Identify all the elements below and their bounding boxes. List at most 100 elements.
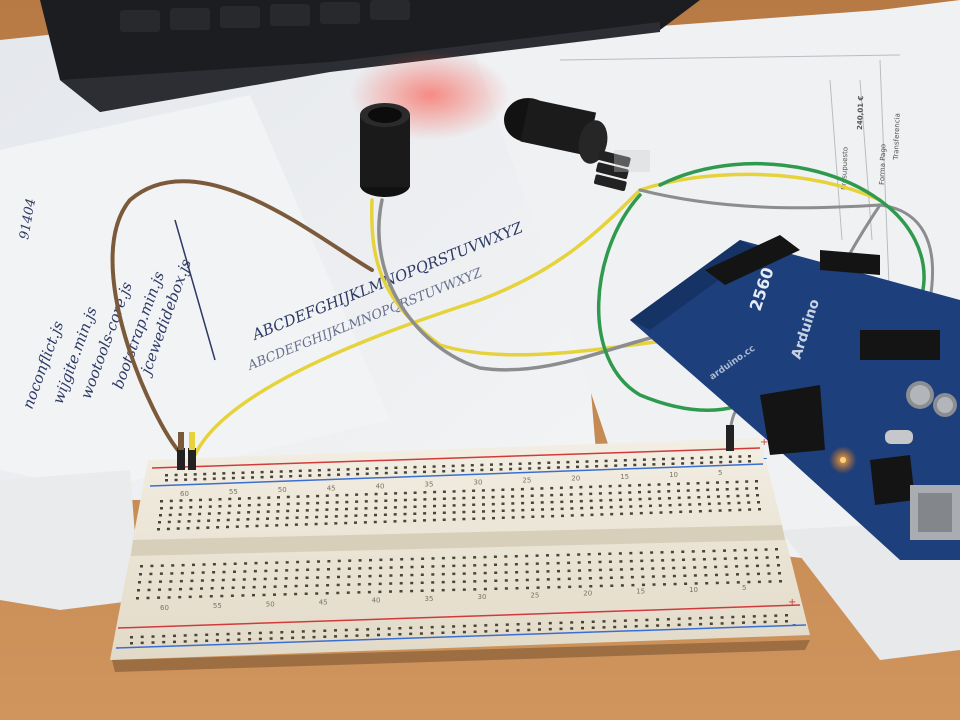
breadboard-hole — [683, 574, 687, 577]
breadboard-column-number: 40 — [376, 482, 385, 490]
invoice-text-payment: Forma Pago — [878, 144, 887, 185]
breadboard-hole — [561, 514, 564, 518]
breadboard-hole — [283, 593, 287, 596]
breadboard-hole — [559, 621, 563, 625]
breadboard-hole — [599, 584, 603, 588]
breadboard-hole — [745, 487, 749, 490]
breadboard-hole — [181, 563, 185, 567]
breadboard-hole — [692, 558, 696, 561]
breadboard-hole — [275, 524, 279, 527]
breadboard-hole — [736, 581, 740, 584]
breadboard-hole — [633, 463, 637, 467]
breadboard-hole — [480, 468, 484, 472]
breadboard-hole — [518, 467, 522, 470]
breadboard-hole — [587, 553, 591, 556]
breadboard-hole — [719, 460, 723, 464]
breadboard-hole — [727, 502, 731, 505]
breadboard-hole — [316, 568, 320, 571]
breadboard-hole — [504, 555, 508, 558]
breadboard-hole — [708, 509, 712, 513]
breadboard-hole — [514, 563, 518, 566]
breadboard-hole — [686, 489, 690, 492]
breadboard-hole — [193, 478, 197, 481]
breadboard-hole — [232, 578, 236, 581]
breadboard-hole — [166, 527, 170, 531]
breadboard-hole — [677, 489, 680, 493]
breadboard-hole — [267, 503, 271, 506]
breadboard-hole — [550, 486, 554, 490]
breadboard-hole — [610, 512, 614, 516]
breadboard-hole — [423, 470, 426, 474]
breadboard-hole — [604, 459, 608, 463]
breadboard-hole — [368, 566, 372, 570]
breadboard-hole — [203, 477, 207, 481]
breadboard-hole — [150, 564, 154, 568]
breadboard-hole — [527, 622, 531, 626]
breadboard-hole — [205, 633, 209, 636]
breadboard-hole — [358, 559, 362, 562]
breadboard-hole — [634, 619, 638, 622]
breadboard-hole — [267, 496, 271, 499]
breadboard-hole — [775, 548, 778, 551]
breadboard-hole — [579, 499, 583, 503]
breadboard-hole — [756, 564, 759, 568]
breadboard-hole — [200, 579, 204, 582]
breadboard-hole — [715, 581, 719, 585]
breadboard-hole — [241, 476, 245, 479]
breadboard-hole — [197, 519, 201, 523]
breadboard-hole — [198, 512, 202, 516]
breadboard-hole — [368, 582, 372, 586]
breadboard-hole — [305, 584, 309, 587]
breadboard-hole — [158, 588, 161, 591]
breadboard-hole — [516, 623, 520, 626]
breadboard-hole — [270, 475, 274, 479]
breadboard-hole — [515, 579, 519, 582]
breadboard-hole — [233, 562, 237, 565]
breadboard-hole — [598, 552, 601, 556]
breadboard-hole — [757, 501, 760, 504]
breadboard-hole — [146, 596, 150, 600]
breadboard-hole — [173, 640, 176, 644]
wire-green-top — [658, 161, 926, 322]
breadboard-hole — [650, 551, 654, 554]
breadboard-hole — [540, 487, 544, 490]
breadboard-hole — [521, 515, 525, 519]
breadboard-hole — [570, 500, 573, 503]
breadboard-hole — [723, 549, 726, 552]
breadboard-hole — [473, 588, 477, 591]
breadboard-hole — [472, 496, 476, 499]
breadboard-hole — [588, 561, 591, 564]
breadboard-hole — [275, 517, 279, 520]
breadboard-hole — [651, 567, 655, 570]
breadboard-hole — [228, 504, 232, 508]
breadboard-hole — [410, 573, 414, 577]
breadboard-hole — [269, 631, 273, 634]
breadboard-hole — [726, 581, 730, 584]
breadboard-hole — [504, 587, 508, 590]
breadboard-hole — [661, 567, 665, 570]
breadboard-hole — [356, 467, 360, 471]
breadboard-hole — [662, 575, 666, 578]
breadboard-hole — [325, 592, 329, 595]
breadboard-hole — [432, 470, 436, 473]
breadboard-hole — [317, 469, 321, 472]
breadboard-hole — [335, 494, 339, 497]
breadboard-hole — [298, 469, 302, 473]
breadboard-hole — [609, 505, 613, 509]
breadboard-column-number: 10 — [669, 471, 678, 479]
breadboard-hole — [138, 581, 141, 584]
breadboard-hole — [216, 519, 220, 522]
breadboard-hole — [718, 509, 722, 512]
breadboard-hole — [413, 470, 417, 474]
breadboard-hole — [274, 577, 278, 580]
breadboard-hole — [505, 623, 509, 626]
breadboard-hole — [602, 626, 606, 629]
breadboard-hole — [241, 471, 245, 474]
breadboard-hole — [413, 465, 417, 469]
breadboard-hole — [600, 513, 604, 516]
breadboard-hole — [252, 585, 256, 589]
breadboard-hole — [441, 625, 445, 628]
breadboard-hole — [504, 579, 508, 582]
breadboard-hole — [423, 519, 426, 522]
breadboard-hole — [538, 628, 541, 631]
